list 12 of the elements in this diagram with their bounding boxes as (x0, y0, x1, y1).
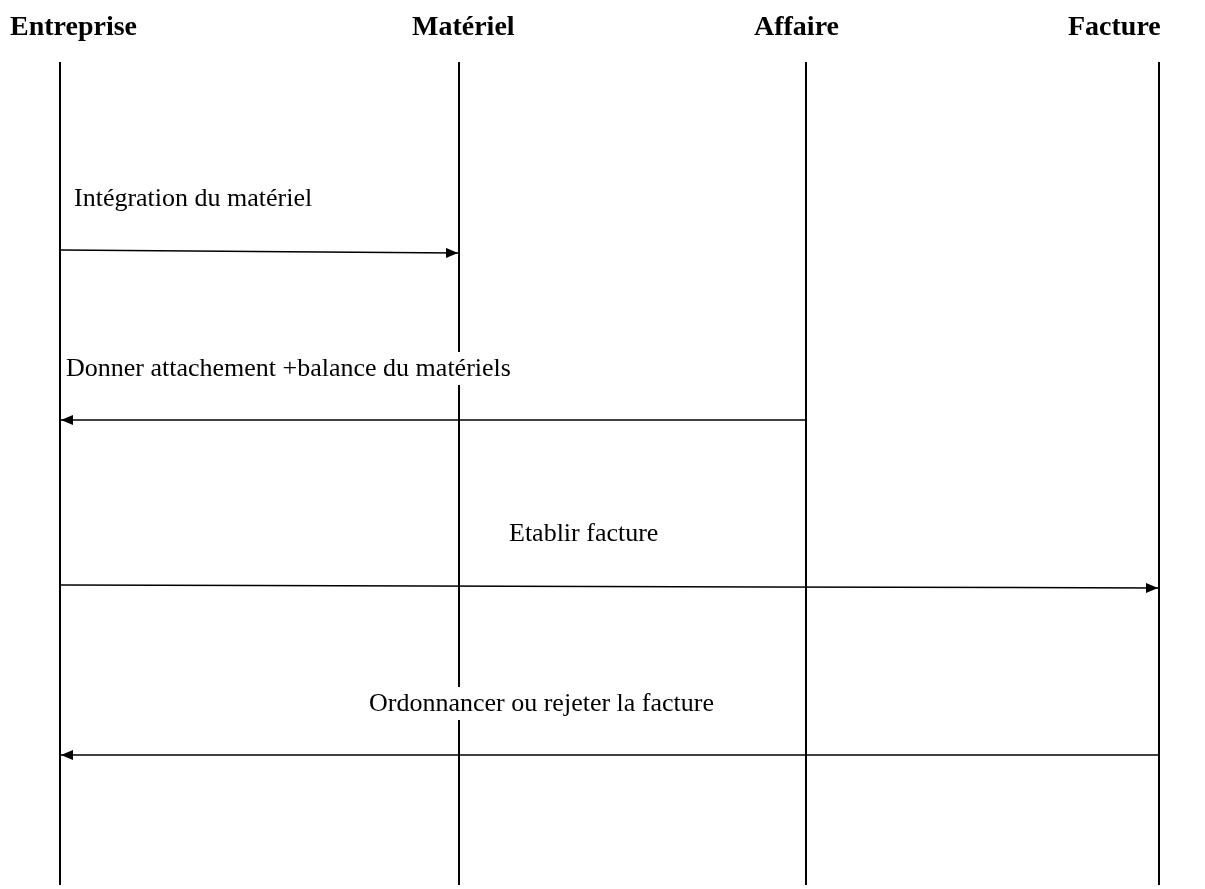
lifeline-title: Matériel (412, 12, 515, 40)
lifeline (805, 62, 807, 885)
lifeline-title: Facture (1068, 12, 1161, 40)
message-arrow (60, 582, 1159, 593)
lifeline-title: Affaire (754, 12, 839, 40)
lifeline (458, 62, 460, 885)
message-arrow (60, 415, 806, 425)
lifeline (1158, 62, 1160, 885)
lifeline (59, 62, 61, 885)
message-arrow (60, 750, 1159, 760)
lifeline-title: Entreprise (10, 12, 138, 40)
message-arrow (60, 247, 459, 258)
